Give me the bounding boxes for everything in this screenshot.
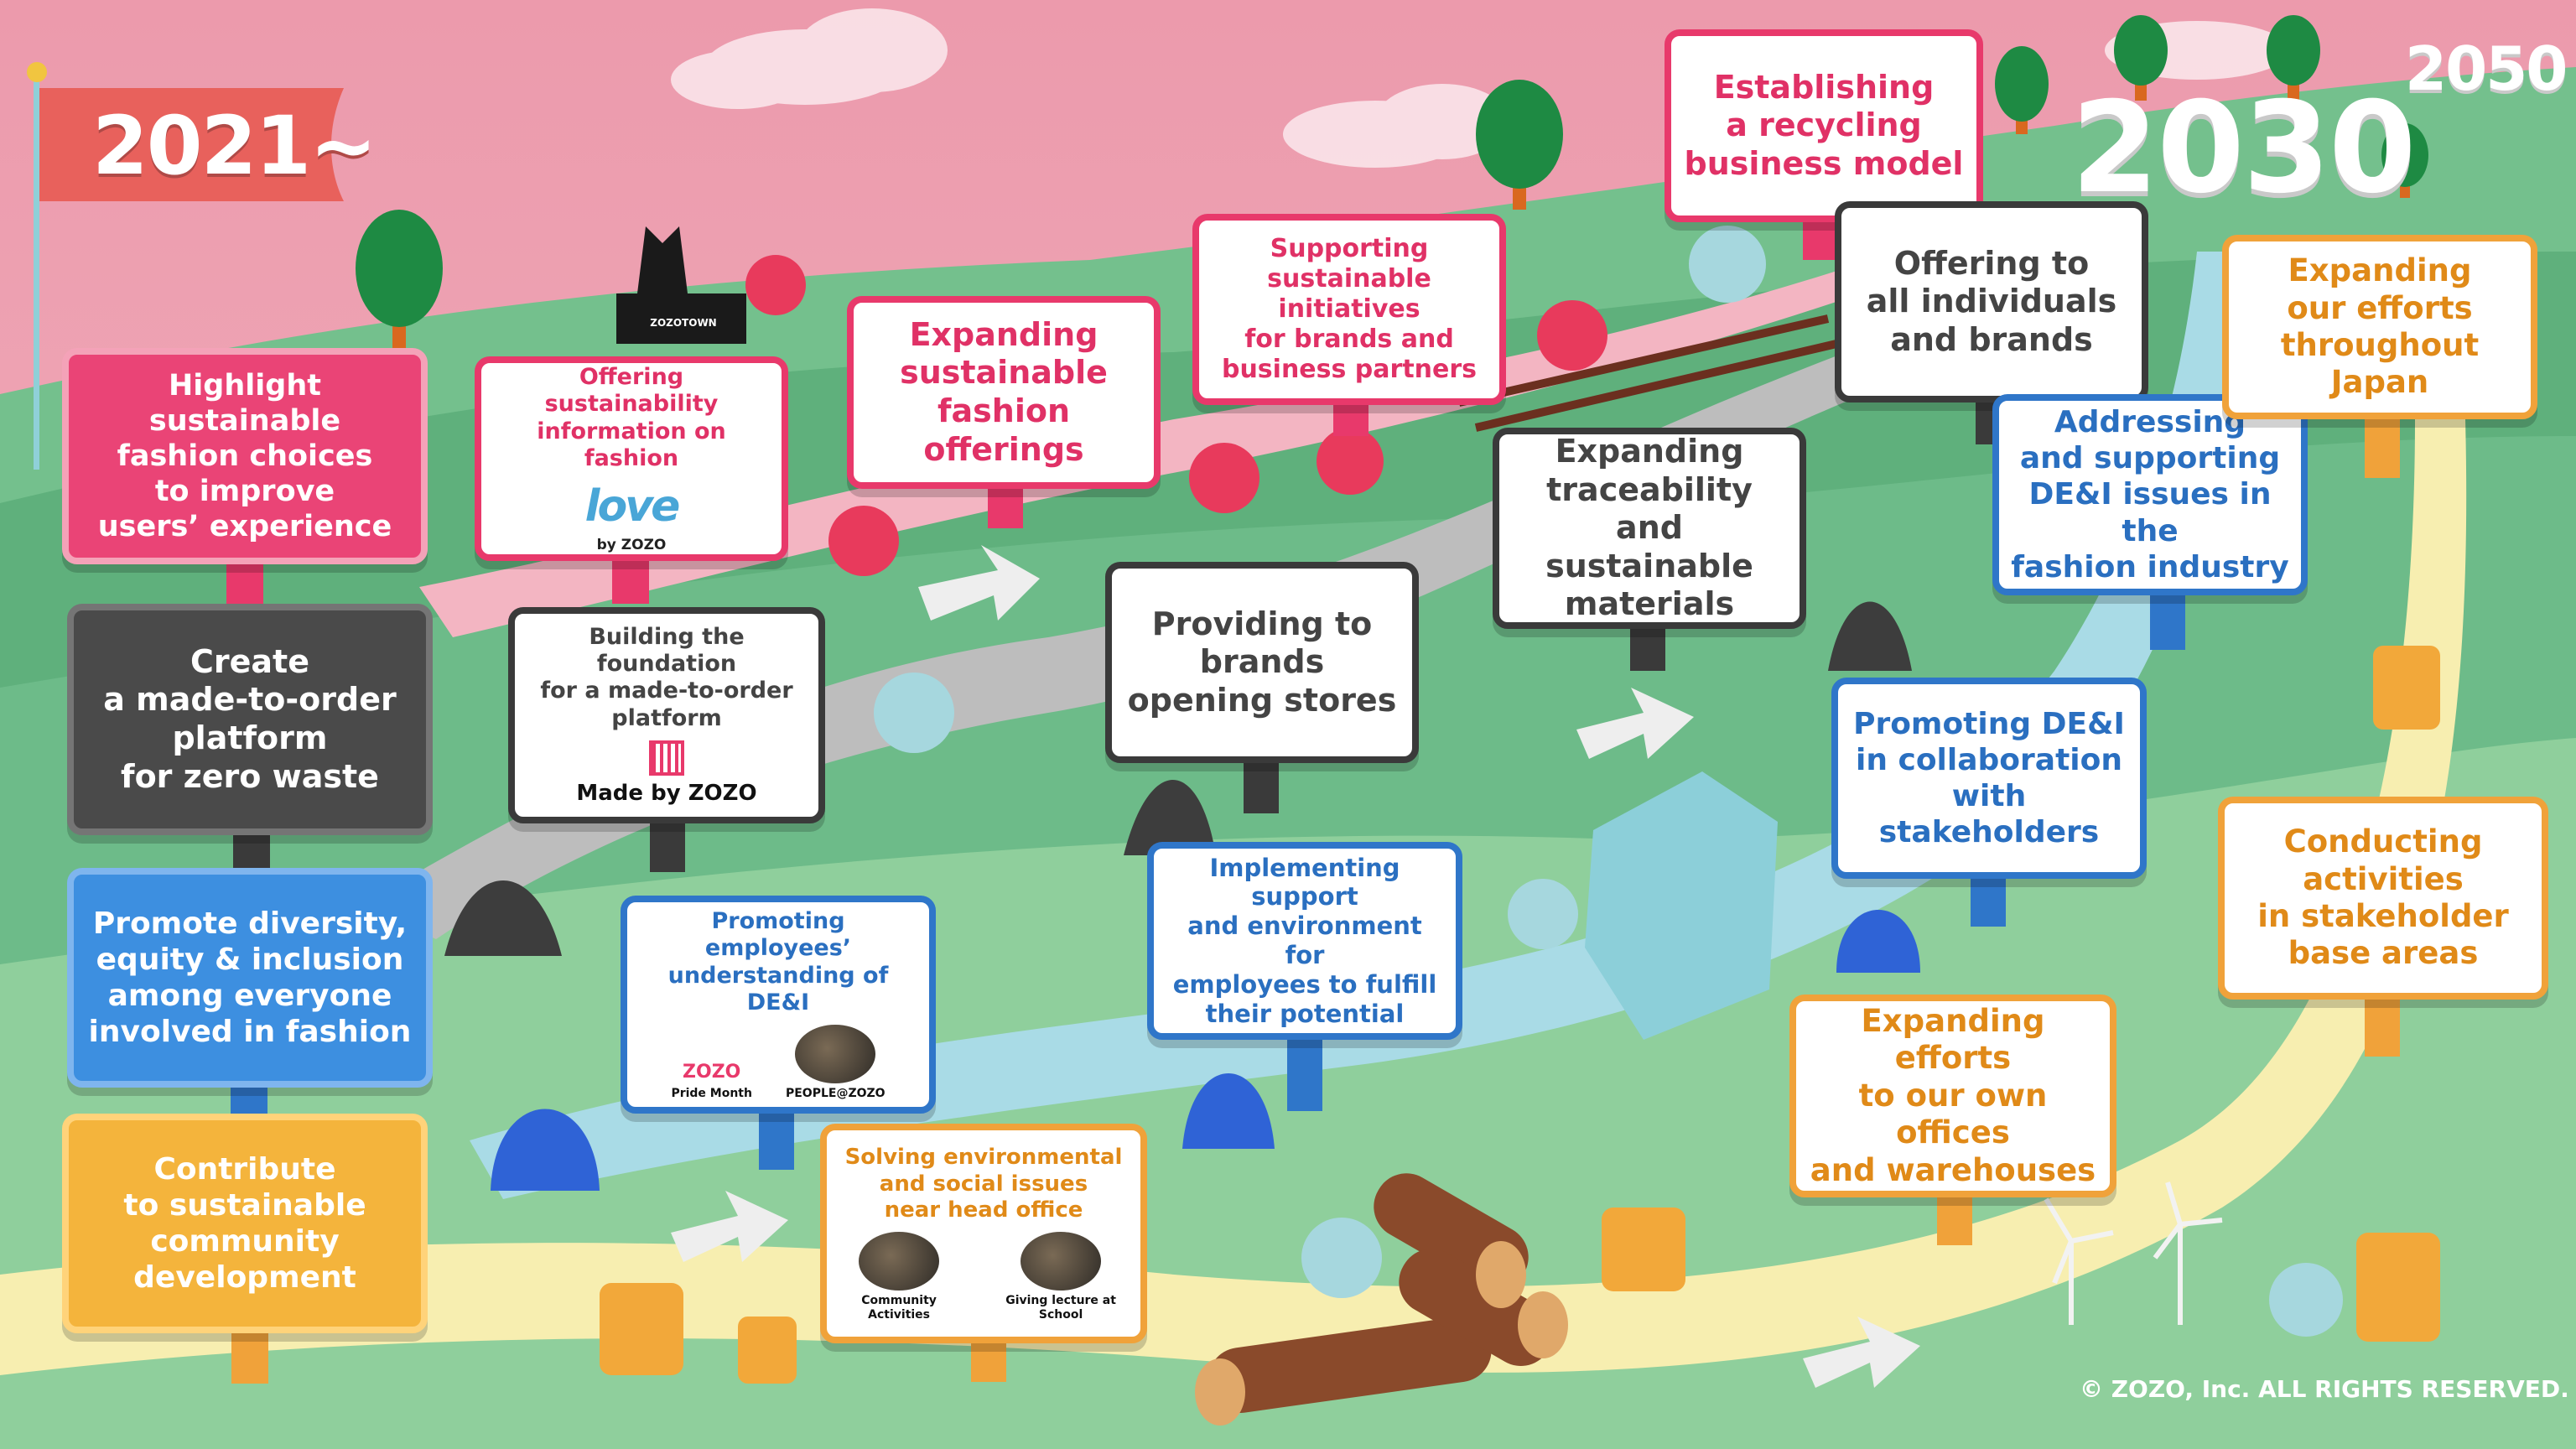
board-dei-fashion-industry: Addressing and supporting DE&I issues in… (1992, 394, 2308, 595)
made-by-zozo-icon (649, 740, 684, 776)
board-stakeholder-base-areas: Conducting activities in stakeholder bas… (2218, 797, 2548, 1000)
board-employees-understanding-dei: Promoting employees’ understanding of DE… (621, 896, 936, 1114)
board-support-environment-employees: Implementing support and environment for… (1147, 842, 1462, 1040)
board-text: Offering sustainability information on f… (537, 363, 726, 471)
board-text: Providing to brands opening stores (1127, 605, 1397, 719)
board-highlight-sustainable-choices: Highlight sustainable fashion choices to… (62, 348, 428, 564)
board-opening-stores: Providing to brands opening stores (1105, 562, 1419, 763)
people-zozo-photo: PEOPLE@ZOZO (786, 1025, 886, 1101)
copyright-notice: © ZOZO, Inc. ALL RIGHTS RESERVED. (2080, 1375, 2569, 1403)
board-text: Expanding our efforts throughout Japan (2280, 252, 2480, 401)
people-zozo-label: PEOPLE@ZOZO (785, 1087, 886, 1101)
love-logo-text: love (584, 481, 681, 532)
community-activities-label: Community Activities (861, 1293, 937, 1322)
board-recycling-business: Establishing a recycling business model (1665, 29, 1983, 222)
year-2030-label: 2030 (2071, 75, 2416, 221)
love-by-zozo-logo: love by ZOZO (584, 480, 681, 553)
board-dei-stakeholders: Promoting DE&I in collaboration with sta… (1831, 678, 2147, 879)
made-by-zozo-text: Made by ZOZO (576, 781, 757, 807)
board-supporting-initiatives: Supporting sustainable initiatives for b… (1192, 214, 1506, 405)
board-traceability-materials: Expanding traceability and sustainable m… (1493, 428, 1806, 629)
made-by-zozo-logo: Made by ZOZO (576, 740, 757, 807)
board-sustainable-community: Contribute to sustainable community deve… (62, 1114, 428, 1333)
board-expanding-offerings: Expanding sustainable fashion offerings (847, 296, 1161, 489)
board-text: Expanding traceability and sustainable m… (1545, 433, 1753, 623)
by-zozo-text: by ZOZO (596, 536, 667, 553)
board-text: Expanding efforts to our own offices and… (1810, 1003, 2096, 1188)
people-zozo-image (795, 1025, 876, 1084)
pride-month-label: Pride Month (671, 1087, 752, 1101)
board-text: Establishing a recycling business model (1684, 68, 1964, 182)
zozo-logo-text: ZOZO (683, 1062, 741, 1083)
board-text: Promote diversity, equity & inclusion am… (88, 906, 412, 1050)
year-2050-label: 2050 (2405, 34, 2568, 104)
board-text: Addressing and supporting DE&I issues in… (2011, 405, 2289, 584)
board-text: Create a made-to-order platform for zero… (103, 642, 397, 795)
giving-lecture-image (1021, 1231, 1102, 1291)
board-text: Contribute to sustainable community deve… (123, 1151, 366, 1296)
board-own-offices-warehouses: Expanding efforts to our own offices and… (1789, 995, 2116, 1197)
zozotown-sign: ZOZOTOWN (650, 317, 717, 329)
pride-month-logo: ZOZO Pride Month (671, 1062, 752, 1101)
giving-lecture-label: Giving lecture at School (1005, 1293, 1116, 1322)
board-text: Conducting activities in stakeholder bas… (2257, 823, 2509, 972)
board-all-individuals-brands: Offering to all individuals and brands (1835, 201, 2148, 402)
board-text: Solving environmental and social issues … (844, 1145, 1123, 1223)
board-foundation-made-to-order: Building the foundation for a made-to-or… (508, 607, 825, 823)
board-text: Building the foundation for a made-to-or… (540, 623, 793, 731)
board-offering-sustainability-info: Offering sustainability information on f… (475, 356, 788, 561)
year-start-label: 2021~ (92, 99, 377, 193)
board-text: Highlight sustainable fashion choices to… (97, 369, 392, 543)
board-text: Promoting DE&I in collaboration with sta… (1853, 706, 2125, 850)
giving-lecture-photo: Giving lecture at School (993, 1231, 1129, 1322)
head-office-photos: Community Activities Giving lecture at S… (839, 1231, 1129, 1322)
community-activities-photo: Community Activities (839, 1231, 959, 1322)
board-text: Promoting employees’ understanding of DE… (667, 907, 889, 1015)
board-text: Offering to all individuals and brands (1866, 244, 2117, 358)
board-made-to-order-platform: Create a made-to-order platform for zero… (67, 604, 433, 835)
board-head-office-issues: Solving environmental and social issues … (820, 1124, 1147, 1343)
board-text: Implementing support and environment for… (1172, 853, 1437, 1028)
board-throughout-japan: Expanding our efforts throughout Japan (2222, 235, 2537, 419)
board-promote-dei: Promote diversity, equity & inclusion am… (67, 868, 433, 1088)
board-text: Supporting sustainable initiatives for b… (1221, 234, 1478, 384)
board-text: Expanding sustainable fashion offerings (900, 315, 1108, 468)
dei-logos: ZOZO Pride Month PEOPLE@ZOZO (671, 1025, 886, 1101)
community-activities-image (859, 1231, 940, 1291)
